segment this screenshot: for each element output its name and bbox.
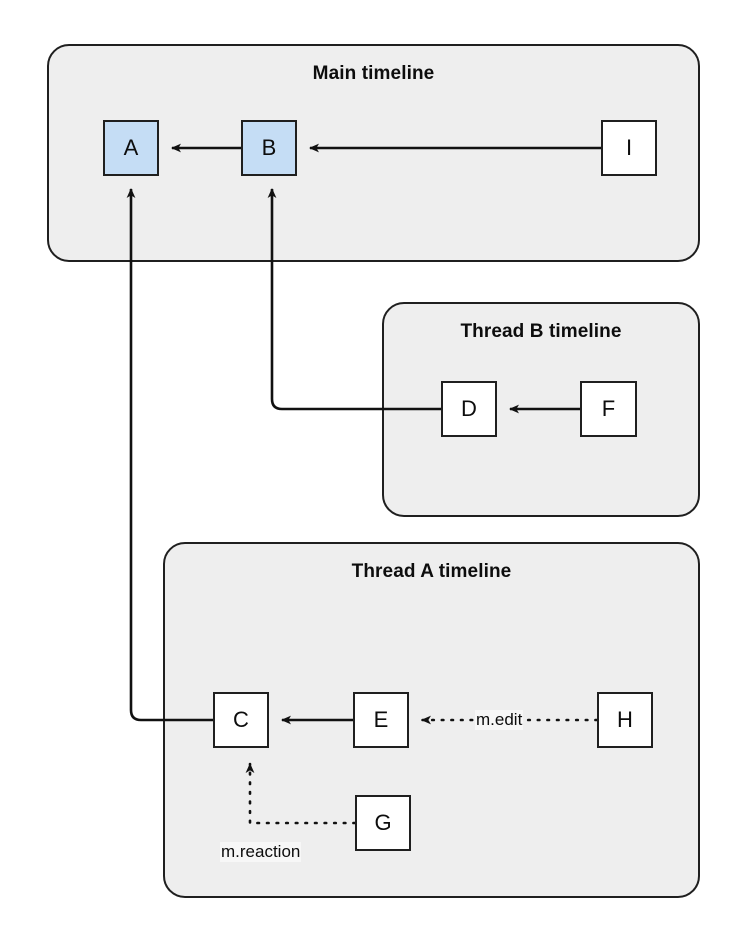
node-i-label: I [625, 135, 633, 160]
node-a[interactable]: A [103, 120, 159, 176]
edge-label-m-reaction: m.reaction [220, 842, 302, 862]
group-title-main-timeline: Main timeline [312, 63, 435, 84]
node-g[interactable]: G [355, 795, 411, 851]
node-e[interactable]: E [353, 692, 409, 748]
edge-c-to-a [126, 188, 213, 722]
edge-label-m-edit: m.edit [475, 710, 524, 730]
edge-d-to-b [267, 188, 441, 411]
node-b[interactable]: B [241, 120, 297, 176]
group-title-thread-b-timeline: Thread B timeline [460, 321, 622, 342]
node-i[interactable]: I [601, 120, 657, 176]
node-f[interactable]: F [580, 381, 637, 437]
group-title-thread-a-timeline: Thread A timeline [351, 561, 512, 582]
node-f-label: F [601, 396, 616, 421]
edge-g-to-c [245, 762, 357, 825]
node-a-label: A [123, 135, 139, 160]
node-g-label: G [374, 810, 392, 835]
node-c-label: C [233, 707, 249, 732]
node-b-label: B [261, 135, 277, 160]
node-d-label: D [461, 396, 477, 421]
node-c[interactable]: C [213, 692, 269, 748]
node-e-label: E [373, 707, 389, 732]
node-d[interactable]: D [441, 381, 497, 437]
node-h[interactable]: H [597, 692, 653, 748]
node-h-label: H [617, 707, 633, 732]
